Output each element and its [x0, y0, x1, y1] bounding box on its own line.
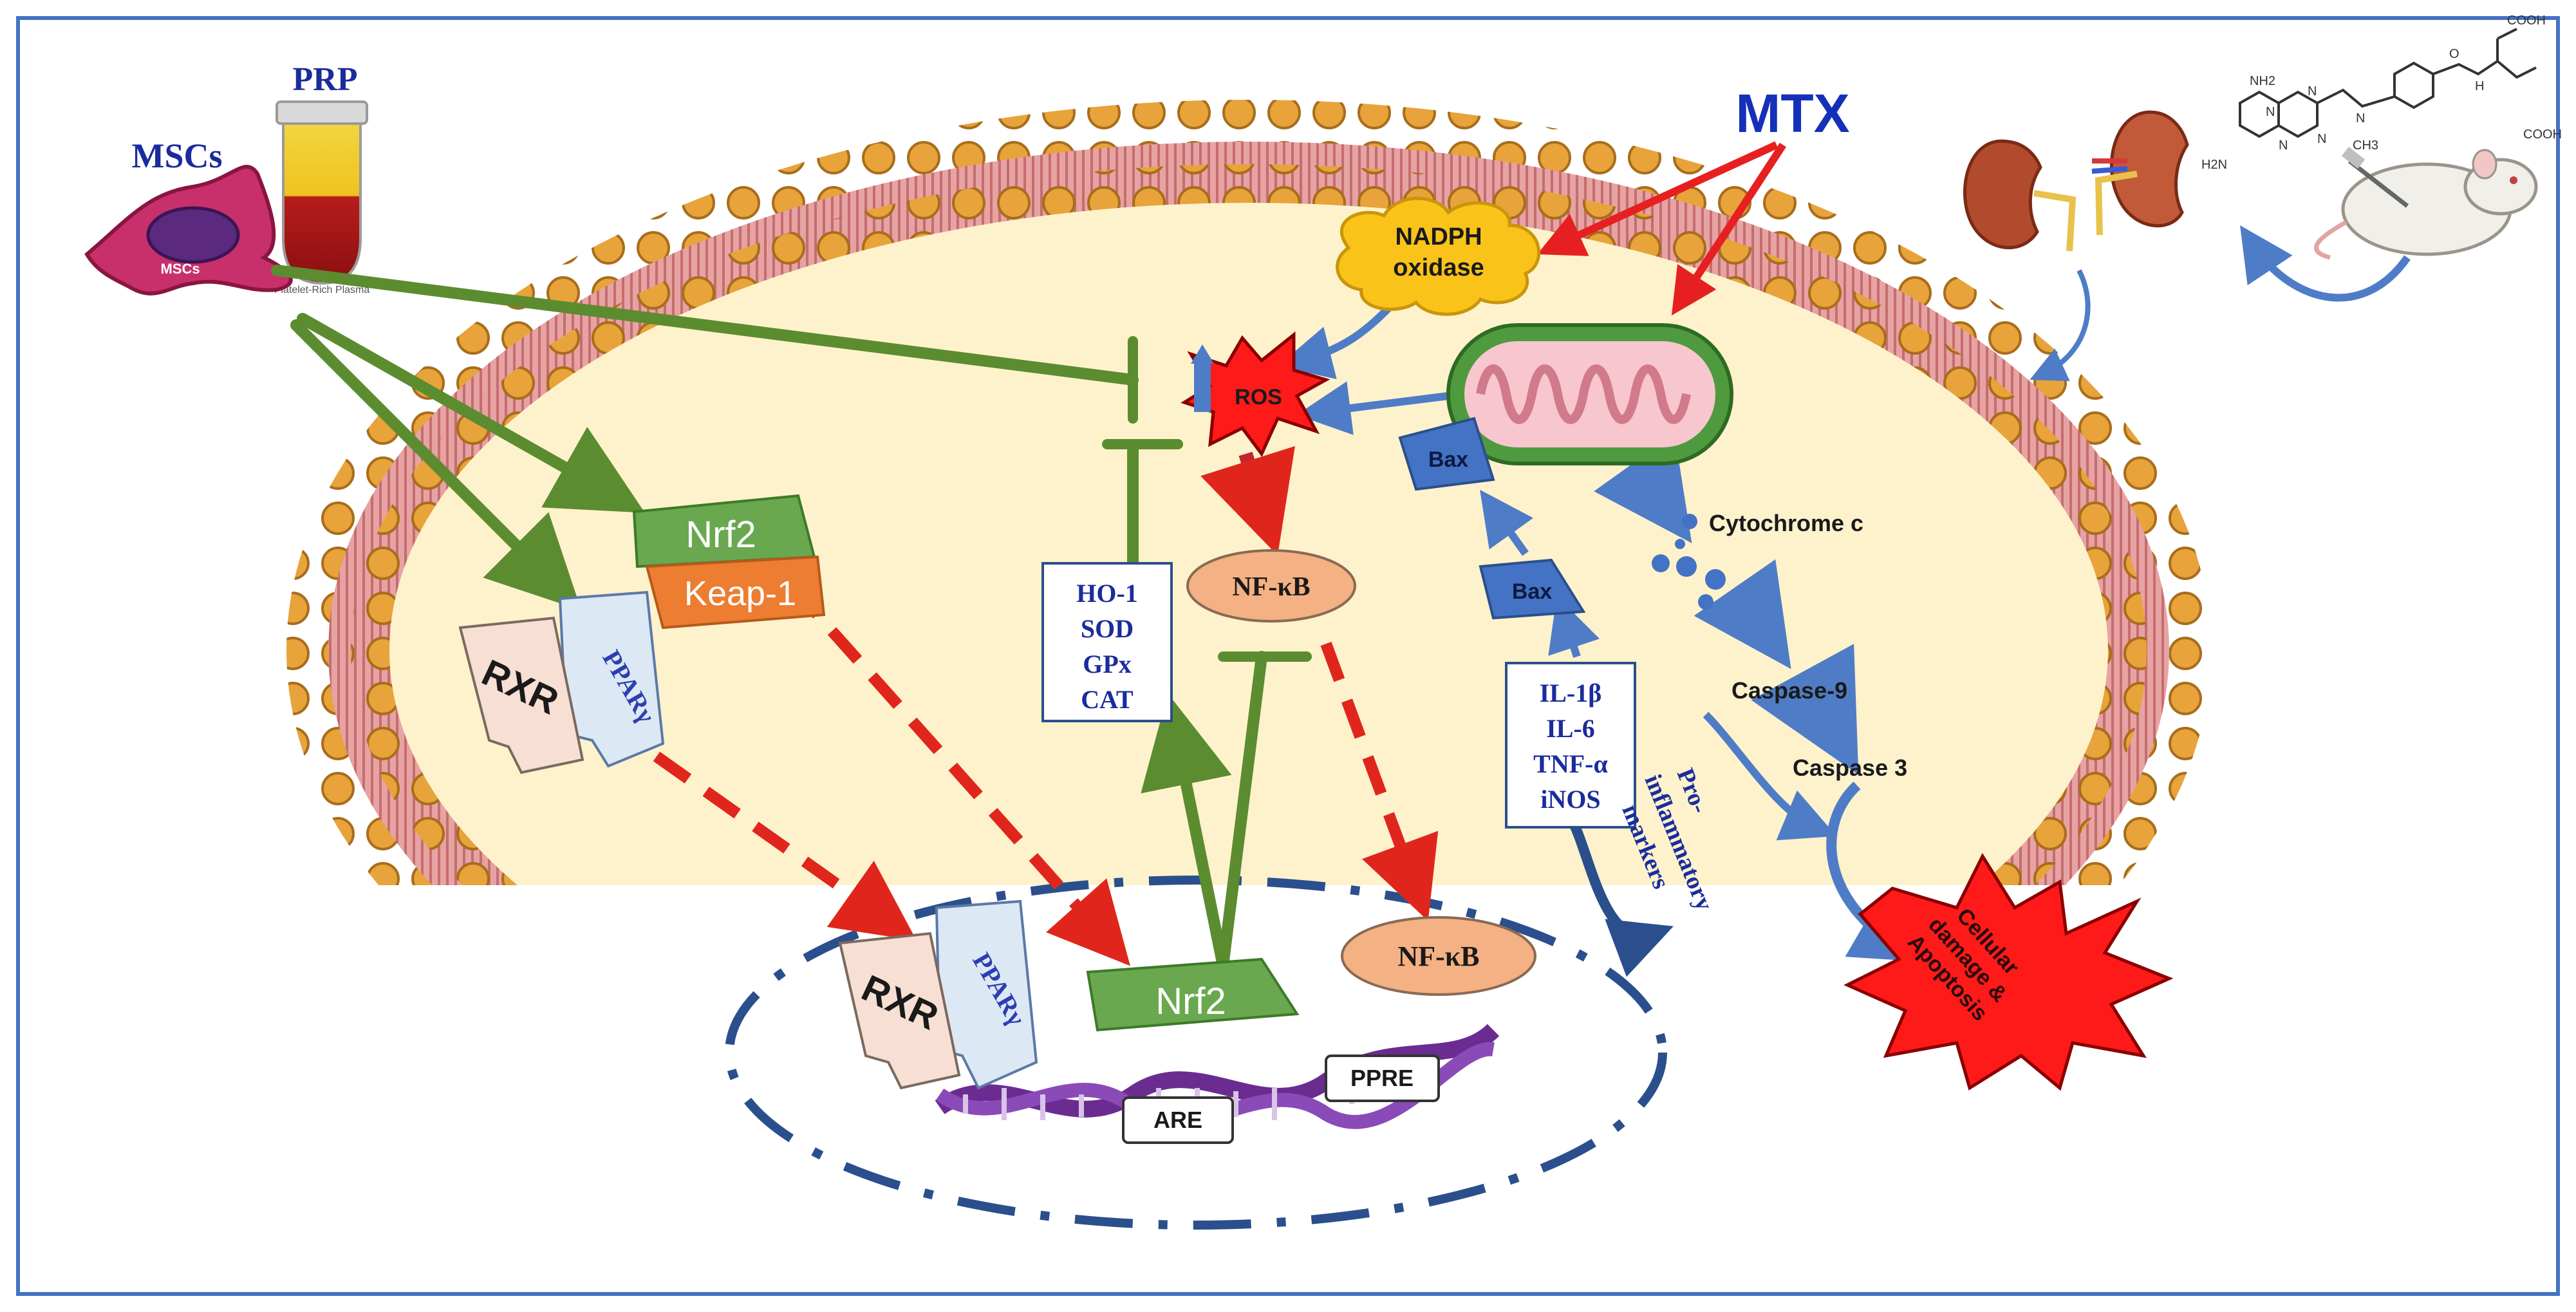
mtx-label: MTX [1735, 83, 1849, 144]
inflam-item: IL-6 [1546, 714, 1595, 743]
mitochondrion-image [1446, 323, 1733, 465]
nadph-label-line2: oxidase [1393, 254, 1484, 281]
rxr-ppar-nuc-complex: PPARγ RXR [838, 899, 1038, 1090]
kidney-left-image [1963, 139, 2077, 252]
caspase-3-label: Caspase 3 [1793, 754, 1907, 781]
are-label: ARE [1153, 1107, 1202, 1133]
nfkb-cyto-node: NF-κB [1186, 549, 1356, 623]
nadph-oxidase-node: NADPH oxidase [1336, 196, 1541, 316]
structure-atom: COOH [2507, 14, 2546, 28]
ppre-label: PPRE [1350, 1065, 1414, 1091]
structure-atom: O [2449, 47, 2459, 61]
rat-image [2314, 147, 2538, 260]
rxr-ppar-cyto-complex: PPARγ RXR [458, 590, 665, 774]
structure-atom: H2N [2201, 158, 2227, 172]
prp-label: PRP [292, 61, 357, 98]
inflam-item: iNOS [1540, 785, 1600, 814]
structure-atom: N [2266, 105, 2275, 119]
antiox-item: GPx [1083, 650, 1132, 679]
nfkb-nuc-label: NF-κB [1397, 941, 1479, 972]
cytochrome-c-label: Cytochrome c [1709, 510, 1863, 536]
nrf2-cyto-label: Nrf2 [686, 514, 756, 556]
mtx-to-mitochondria-arrow [1671, 142, 1787, 316]
msc-cell-caption: MSCs [160, 261, 200, 277]
antiox-item: HO-1 [1076, 579, 1138, 608]
nrf2-keap1-complex: Nrf2 Keap-1 [632, 494, 826, 630]
bax-mid-label: Bax [1512, 579, 1552, 604]
mtx-structure-image: NH2 H2N N N N N N CH3 O H COOH COOH [2201, 14, 2562, 172]
bax-top-node: Bax [1398, 417, 1495, 491]
inflammatory-box: IL-1β IL-6 TNF-α iNOS [1505, 662, 1636, 829]
tube-caption: Platelet-Rich Plasma [274, 285, 370, 295]
structure-atom: COOH [2523, 127, 2562, 142]
nadph-label-line1: NADPH [1395, 223, 1482, 250]
nfkb-nuc-node: NF-κB [1341, 916, 1536, 996]
structure-atom: N [2279, 138, 2288, 153]
cellular-damage-node: Cellular damage & Apoptosis [1843, 852, 2174, 1091]
ros-label: ROS [1235, 385, 1282, 409]
structure-atom: N [2308, 84, 2317, 98]
mtx-to-nadph-arrow [1537, 141, 1778, 256]
nucleus-boundary [725, 876, 1667, 1230]
red-dashed-arrows [653, 582, 1439, 966]
bax-mid-node: Bax [1479, 558, 1586, 620]
prp-tube-image: Platelet-Rich Plasma [274, 100, 370, 295]
structure-atom: NH2 [2250, 74, 2275, 88]
structure-atom: N [2317, 132, 2326, 146]
structure-atom: H [2475, 79, 2484, 93]
kidney-right-image [2091, 110, 2189, 236]
are-box: ARE [1122, 1096, 1234, 1144]
nrf2-nuc-node: Nrf2 [1086, 957, 1300, 1032]
antiox-item: SOD [1081, 614, 1134, 643]
antiox-item: CAT [1081, 685, 1134, 714]
keap1-label: Keap-1 [684, 574, 796, 613]
inflam-item: IL-1β [1540, 679, 1602, 708]
ros-node: ROS [1181, 331, 1330, 457]
structure-atom: CH3 [2353, 138, 2378, 153]
antioxidant-box: HO-1 SOD GPx CAT [1041, 562, 1173, 722]
ros-to-nfkb-arrow [1200, 445, 1295, 556]
nfkb-cyto-label: NF-κB [1232, 572, 1310, 602]
nrf2-nuc-label: Nrf2 [1155, 980, 1226, 1022]
mscs-label: MSCs [131, 136, 222, 175]
kidney-to-cell-arrow [2030, 269, 2091, 381]
cytochrome-dots [1652, 514, 1726, 610]
ppre-box: PPRE [1325, 1054, 1440, 1102]
caspase-9-label: Caspase-9 [1731, 677, 1847, 704]
structure-atom: N [2356, 111, 2365, 126]
rat-to-kidney-arrow [2240, 225, 2411, 302]
inflam-item: TNF-α [1533, 749, 1608, 778]
bax-top-label: Bax [1428, 447, 1468, 472]
msc-cell-image: MSCs [84, 165, 293, 295]
